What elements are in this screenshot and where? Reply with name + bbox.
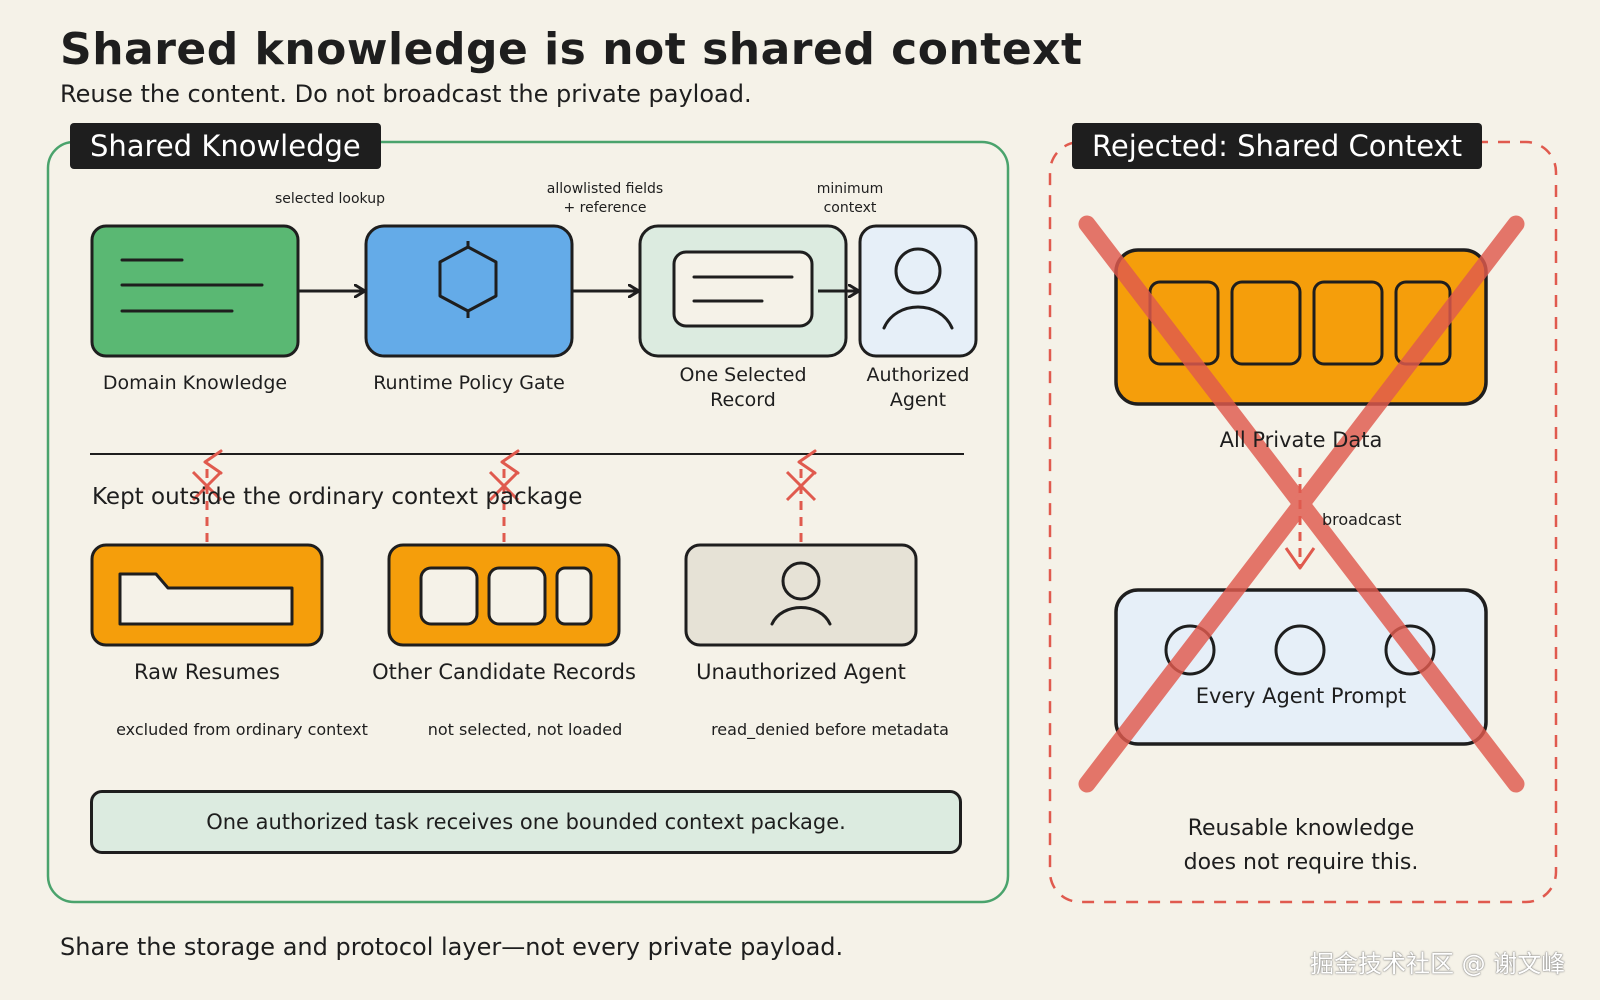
bounded-context-banner: One authorized task receives one bounded… — [90, 790, 962, 854]
shared-knowledge-label: Shared Knowledge — [70, 123, 381, 169]
blocked-arrow-raw-resumes — [191, 449, 223, 542]
caption-every-agent-prompt: Every Agent Prompt — [1195, 684, 1407, 708]
caption-authorized-agent: Authorized Agent — [866, 364, 970, 411]
caption-runtime-policy-gate: Runtime Policy Gate — [373, 372, 565, 394]
records-icon — [1148, 280, 1452, 366]
caption-raw-resumes: Raw Resumes — [134, 660, 280, 684]
edge-label-allowlisted-fields: allowlisted fields + reference — [546, 181, 664, 216]
records-icon — [419, 566, 593, 626]
agent-circles-icon — [1164, 624, 1436, 676]
reject-cross — [1078, 215, 1525, 793]
flow-node-authorized-agent — [858, 224, 978, 358]
folder-icon — [118, 572, 294, 626]
note-raw-resumes: excluded from ordinary context — [116, 720, 368, 739]
flow-node-runtime-policy-gate — [364, 224, 574, 358]
blocked-arrow-other-records — [488, 449, 520, 542]
excluded-node-other-records — [387, 543, 621, 647]
record-card-icon — [672, 250, 814, 328]
excluded-heading: Kept outside the ordinary context packag… — [92, 484, 583, 510]
user-icon — [882, 247, 954, 330]
document-lines-icon — [120, 258, 264, 313]
diagram-subtitle: Reuse the content. Do not broadcast the … — [60, 80, 752, 108]
caption-other-records: Other Candidate Records — [372, 660, 636, 684]
caption-selected-record: One Selected Record — [679, 364, 807, 411]
caption-all-private-data: All Private Data — [1219, 428, 1383, 452]
note-unauthorized-agent: read_denied before metadata — [711, 720, 949, 739]
excluded-node-raw-resumes — [90, 543, 324, 647]
rejected-note: Reusable knowledge does not require this… — [1183, 816, 1419, 875]
user-icon — [770, 561, 832, 626]
flow-node-domain-knowledge — [90, 224, 300, 358]
edge-label-broadcast: broadcast — [1322, 510, 1402, 529]
edge-label-minimum-context: minimum context — [816, 181, 884, 216]
shared-knowledge-panel — [46, 140, 1010, 904]
diagram-title: Shared knowledge is not shared context — [60, 24, 1083, 75]
caption-domain-knowledge: Domain Knowledge — [102, 372, 288, 394]
blocked-arrow-unauthorized-agent — [785, 449, 817, 542]
footer-caption: Share the storage and protocol layer—not… — [60, 933, 844, 961]
edge-label-selected-lookup: selected lookup — [274, 191, 385, 207]
rejected-context-label: Rejected: Shared Context — [1072, 123, 1483, 169]
excluded-node-unauthorized-agent — [684, 543, 918, 647]
watermark: 掘金技术社区 @ 谢文峰 — [1310, 950, 1566, 978]
flow-node-selected-record — [638, 224, 848, 358]
note-other-records: not selected, not loaded — [427, 720, 623, 739]
node-all-private-data — [1114, 248, 1488, 406]
caption-unauthorized-agent: Unauthorized Agent — [696, 660, 906, 684]
